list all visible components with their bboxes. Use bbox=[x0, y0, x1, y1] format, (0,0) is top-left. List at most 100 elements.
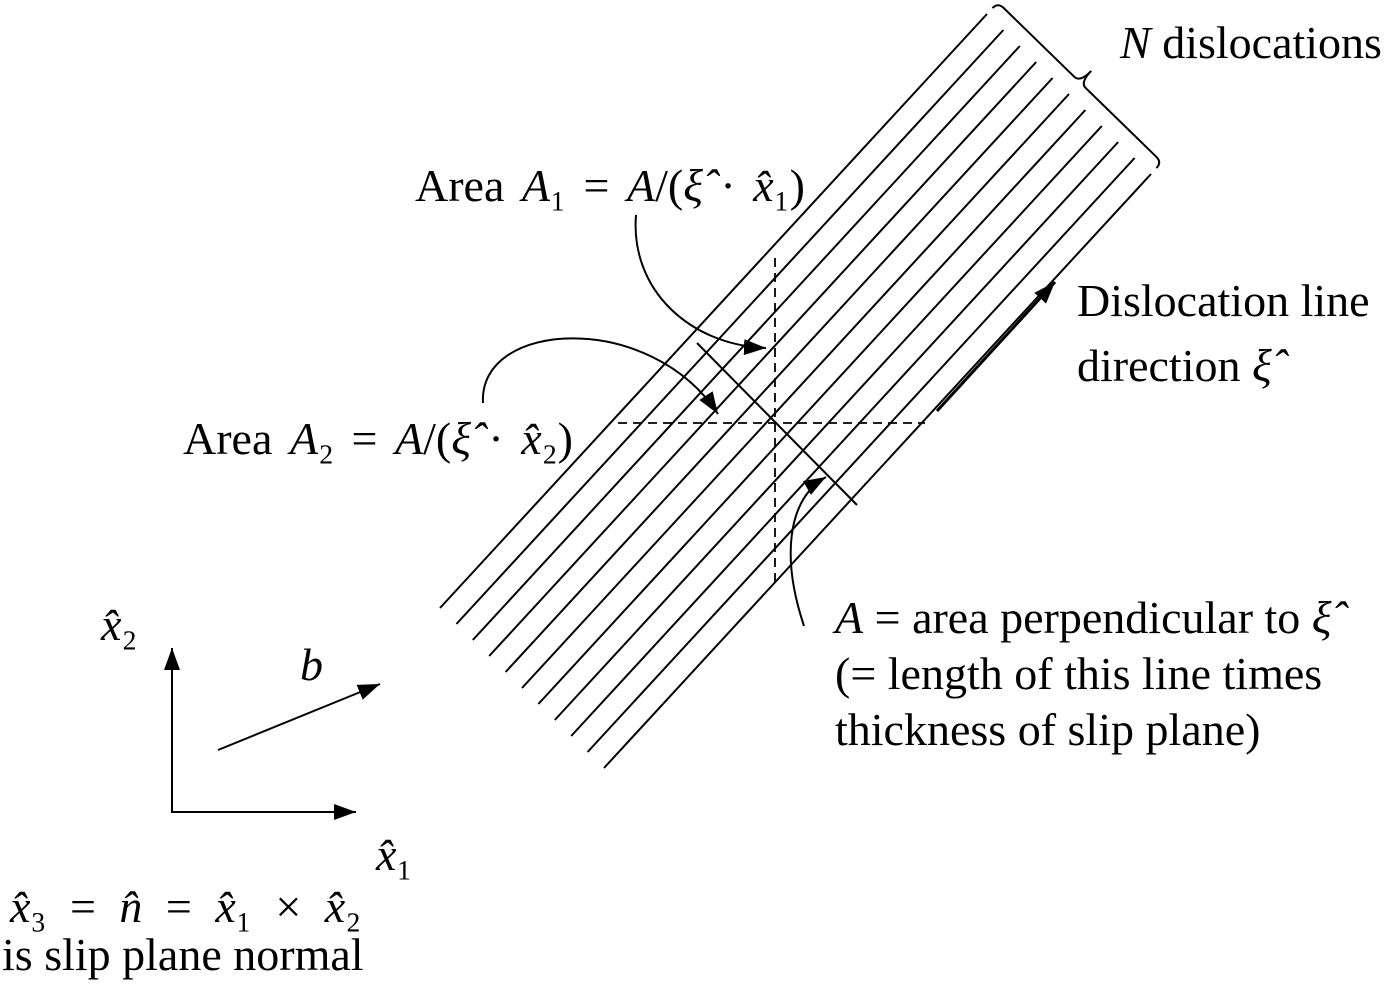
dislocation-line bbox=[439, 13, 988, 609]
dislocation-line bbox=[586, 157, 1136, 753]
text-run: ₃ = bbox=[30, 881, 119, 932]
math-variable: x̂ bbox=[375, 829, 397, 880]
text-run bbox=[1211, 648, 1223, 699]
dislocation-line bbox=[537, 109, 1087, 705]
area-perpendicular-note-line2: thickness of slip plane) bbox=[835, 704, 1260, 755]
text-run: slip bbox=[1068, 704, 1134, 755]
math-variable: A bbox=[287, 413, 319, 464]
text-run: ₂ bbox=[121, 599, 137, 650]
text-run: of bbox=[1018, 704, 1057, 755]
text-run bbox=[1134, 704, 1146, 755]
math-variable: x̂ bbox=[752, 160, 774, 211]
text-run: slip bbox=[44, 929, 110, 980]
text-run bbox=[1053, 648, 1065, 699]
area-perpendicular-label: A = area perpendicular to ξ̂ bbox=[832, 592, 1349, 643]
area-a-pointer-arrow bbox=[789, 476, 827, 627]
math-variable: A bbox=[392, 413, 424, 464]
text-run: ₁ bbox=[396, 829, 412, 880]
text-run: /( bbox=[423, 413, 451, 464]
line-direction-label-line2: direction ξ̂ bbox=[1077, 340, 1290, 391]
burgers-vector-label: b bbox=[300, 639, 323, 690]
text-run: thickness bbox=[835, 704, 1006, 755]
text-run: of bbox=[1014, 648, 1053, 699]
math-variable: ξ̂ bbox=[1252, 340, 1290, 391]
math-variable: x̂ bbox=[100, 599, 122, 650]
text-run bbox=[111, 929, 123, 980]
slip-plane-normal-note: is slip plane normal bbox=[2, 929, 364, 980]
text-run: · bbox=[471, 413, 521, 464]
area-a1-pointer-arrow bbox=[634, 214, 767, 356]
math-variable: A bbox=[832, 592, 864, 643]
math-variable: x̂ bbox=[214, 881, 236, 932]
text-run: this bbox=[1064, 648, 1130, 699]
text-run: length bbox=[888, 648, 1003, 699]
perpendicular-section-line bbox=[696, 342, 858, 506]
text-run bbox=[504, 160, 522, 211]
text-run: Dislocation bbox=[1077, 275, 1289, 326]
math-variable: x̂ bbox=[520, 413, 542, 464]
text-run: Area bbox=[415, 160, 504, 211]
text-run bbox=[222, 929, 234, 980]
text-run bbox=[33, 929, 45, 980]
dislocation-line bbox=[472, 45, 1021, 641]
text-run: perpendicular bbox=[1000, 592, 1253, 643]
text-run: ₁) bbox=[774, 160, 805, 211]
dislocation-line bbox=[455, 29, 1005, 625]
math-variable: A bbox=[519, 160, 551, 211]
math-variable: x̂ bbox=[324, 881, 346, 932]
n-dislocations-label: N dislocations bbox=[1119, 17, 1382, 68]
dislocation-line bbox=[488, 61, 1037, 657]
text-run: times bbox=[1223, 648, 1323, 699]
text-run: ) bbox=[1245, 704, 1260, 755]
math-variable: A bbox=[624, 160, 656, 211]
text-run bbox=[1289, 275, 1301, 326]
area-perpendicular-note-line1: (= length of this line times bbox=[835, 648, 1322, 699]
text-run: plane bbox=[122, 929, 222, 980]
text-run: = bbox=[863, 592, 912, 643]
text-run bbox=[1006, 704, 1018, 755]
text-run: is bbox=[2, 929, 33, 980]
line-direction-arrow bbox=[935, 280, 1057, 413]
slip-plane-normal-definition: x̂₃ = n̂ = x̂₁ × x̂₂ bbox=[9, 881, 361, 932]
text-run: area bbox=[912, 592, 989, 643]
text-run: ₂ bbox=[345, 881, 361, 932]
text-run: ₂ = bbox=[318, 413, 395, 464]
text-run bbox=[989, 592, 1001, 643]
text-run: normal bbox=[233, 929, 363, 980]
text-run: ₂) bbox=[542, 413, 573, 464]
text-run: = bbox=[142, 881, 215, 932]
text-run bbox=[1131, 648, 1143, 699]
text-run: ₁ × bbox=[236, 881, 325, 932]
dislocation-line bbox=[504, 77, 1054, 673]
x2-axis-label: x̂₂ bbox=[100, 599, 137, 650]
text-run bbox=[1300, 592, 1312, 643]
math-variable: n̂ bbox=[119, 881, 142, 932]
dislocation-line bbox=[603, 173, 1152, 769]
text-run: · bbox=[703, 160, 753, 211]
dislocation-lines bbox=[439, 13, 1152, 769]
dislocation-line bbox=[570, 141, 1119, 737]
text-run: plane bbox=[1146, 704, 1246, 755]
math-variable: ξ̂ bbox=[1312, 592, 1350, 643]
area-a2-label: Area A₂ = A/(ξ̂ · x̂₂) bbox=[183, 413, 573, 464]
math-variable: N bbox=[1119, 17, 1153, 68]
dislocation-line bbox=[521, 93, 1070, 689]
text-run: line bbox=[1301, 275, 1370, 326]
text-run bbox=[1253, 592, 1265, 643]
text-run: dislocations bbox=[1162, 17, 1382, 68]
text-run bbox=[1241, 340, 1253, 391]
line-direction-label-line1: Dislocation line bbox=[1077, 275, 1370, 326]
text-run: to bbox=[1265, 592, 1301, 643]
text-run: (= bbox=[835, 648, 888, 699]
math-variable: x̂ bbox=[9, 881, 31, 932]
math-variable: b bbox=[300, 639, 323, 690]
text-run: direction bbox=[1077, 340, 1241, 391]
text-run: line bbox=[1142, 648, 1211, 699]
text-run bbox=[1003, 648, 1015, 699]
text-run: /( bbox=[655, 160, 683, 211]
area-a2-pointer-arrow bbox=[481, 337, 719, 415]
text-run bbox=[272, 413, 290, 464]
text-run: ₁ = bbox=[550, 160, 627, 211]
x1-axis-label: x̂₁ bbox=[375, 829, 412, 880]
